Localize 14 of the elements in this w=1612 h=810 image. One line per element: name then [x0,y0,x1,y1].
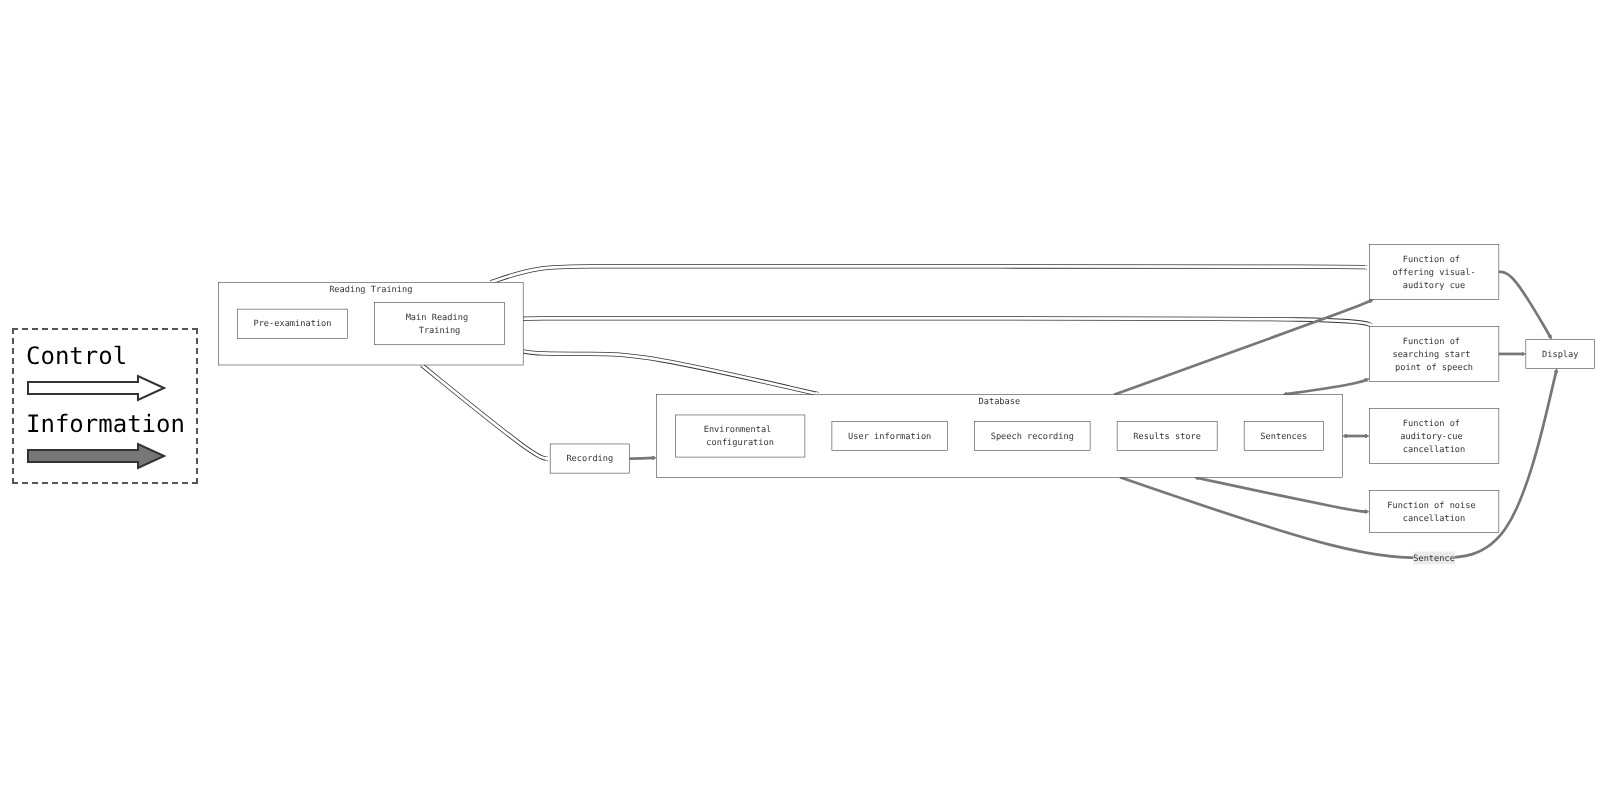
arrow [1499,271,1553,341]
arrow [1343,434,1371,439]
arrow [630,456,658,461]
legend-label: Information [26,409,185,437]
arrow [523,350,822,397]
arrow [1120,368,1560,560]
arrow [421,364,552,462]
arrow [524,317,1375,328]
arrow [1195,476,1371,515]
arrow [1499,352,1528,357]
arrow [1114,299,1375,397]
legend-label: Control [26,341,128,369]
arrow [1283,378,1371,397]
arrow [491,265,1371,285]
